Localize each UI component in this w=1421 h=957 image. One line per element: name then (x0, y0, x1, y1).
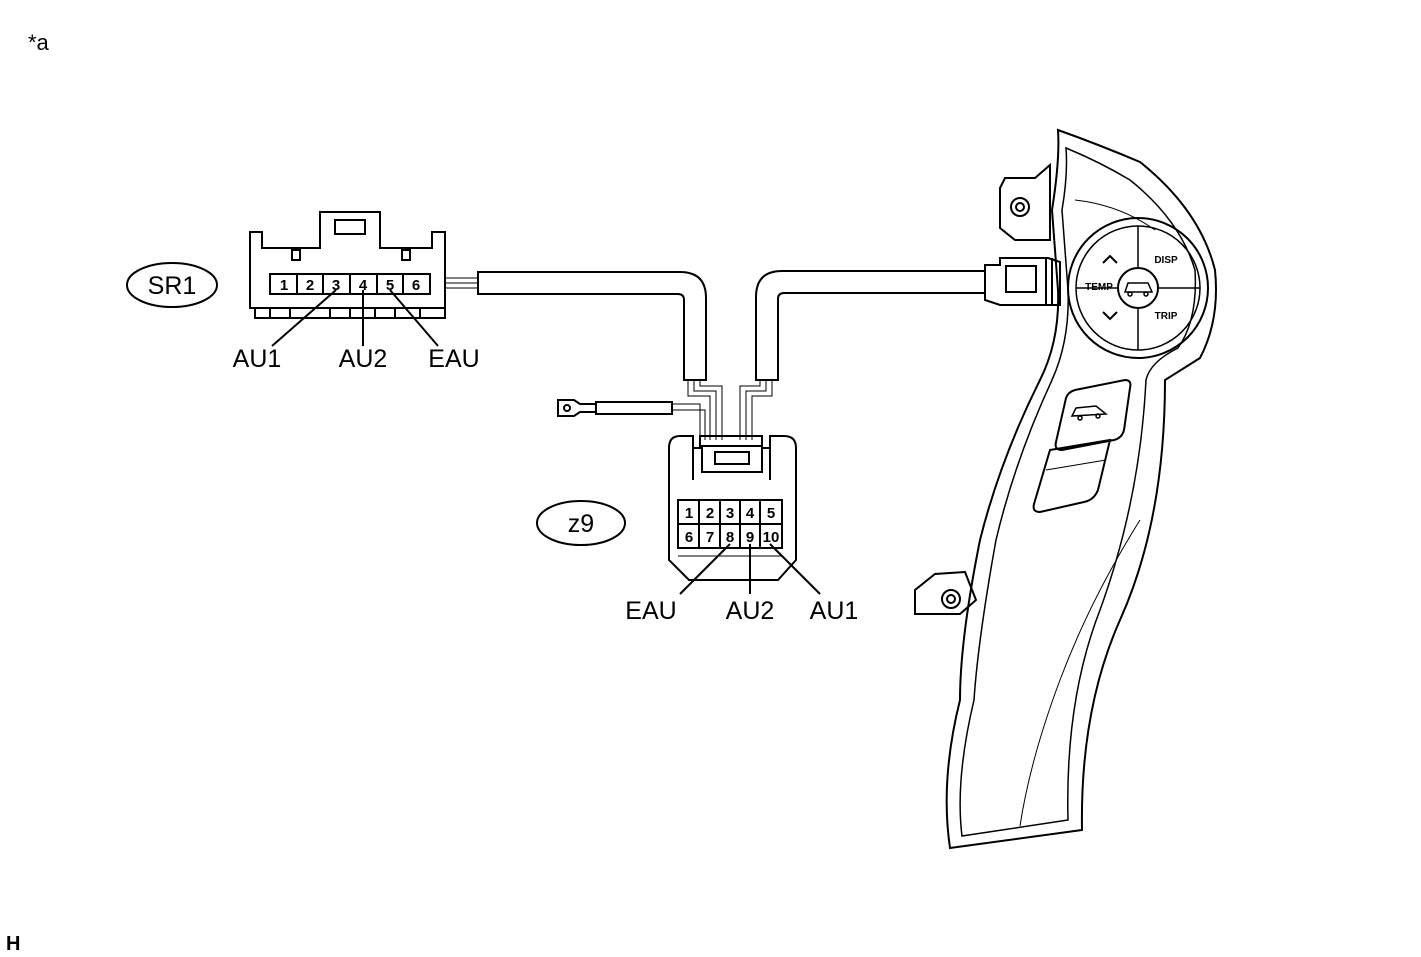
harness-thin-wires (672, 380, 773, 440)
ground-lead-terminal (557, 399, 673, 417)
disp-button-label: DISP (1154, 255, 1178, 266)
figure-id-label: *a (28, 30, 50, 55)
sr1-pin-numbers: 1 2 3 4 5 6 (280, 277, 420, 294)
z9-pin: 9 (746, 529, 754, 546)
z9-label-ellipse (536, 500, 626, 546)
sr1-label: SR1 (148, 272, 197, 300)
figure-code-label: H (6, 933, 20, 955)
sr1-pin: 3 (332, 277, 340, 294)
temp-button-label: TEMP (1085, 282, 1113, 293)
sr1-label-ellipse (126, 262, 218, 308)
sr1-pin: 1 (280, 277, 288, 294)
sr1-pin: 6 (412, 277, 420, 294)
sr1-leader-lines (271, 289, 439, 347)
z9-terminal-au1: AU1 (810, 597, 859, 625)
trip-button-label: TRIP (1155, 311, 1178, 322)
sr1-terminal-labels: AU1 AU2 EAU (233, 345, 480, 373)
z9-pin: 3 (726, 505, 734, 522)
sr1-connector-body (249, 211, 478, 319)
z9-pin: 5 (767, 505, 775, 522)
harness-right-tube (755, 270, 986, 381)
z9-pin: 4 (746, 505, 755, 522)
z9-pin: 2 (706, 505, 714, 522)
z9-pin: 6 (685, 529, 693, 546)
z9-connector-body (668, 435, 797, 581)
z9-pin: 10 (763, 529, 780, 546)
sr1-pin: 4 (359, 277, 368, 294)
sr1-terminal-au1: AU1 (233, 345, 282, 373)
z9-pin-numbers: 1 2 3 4 5 6 7 8 9 10 (685, 505, 780, 546)
z9-terminal-labels: EAU AU2 AU1 (625, 597, 858, 625)
sr1-pin: 5 (386, 277, 394, 294)
harness-left-tube (477, 271, 707, 381)
sr1-terminal-au2: AU2 (339, 345, 388, 373)
z9-label: z9 (568, 510, 594, 538)
z9-pin: 7 (706, 529, 714, 546)
sr1-pin: 2 (306, 277, 314, 294)
sr1-terminal-eau: EAU (428, 345, 479, 373)
switch-button-labels: DISP TEMP TRIP (1085, 255, 1178, 322)
steering-switch-housing (914, 128, 1217, 850)
z9-pin: 1 (685, 505, 693, 522)
z9-terminal-au2: AU2 (726, 597, 775, 625)
z9-pin: 8 (726, 529, 734, 546)
z9-leader-lines (679, 543, 821, 595)
z9-terminal-eau: EAU (625, 597, 676, 625)
